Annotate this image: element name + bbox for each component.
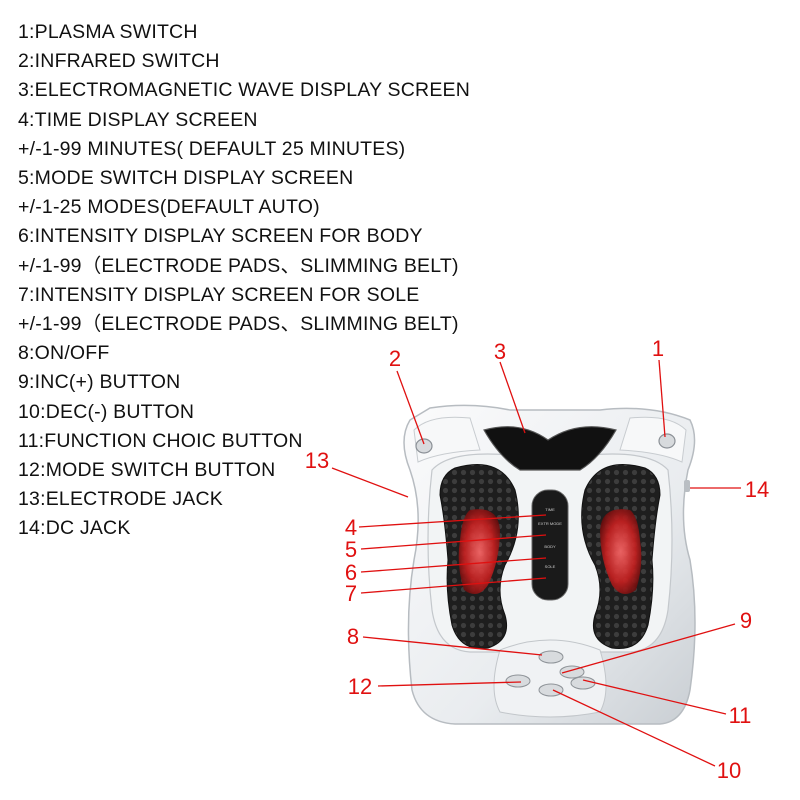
panel-label-sole: SOLE [545, 564, 556, 569]
callout-1: 1 [652, 336, 664, 361]
callout-11: 11 [729, 703, 752, 728]
leader-11 [582, 679, 727, 715]
leader-6 [360, 557, 547, 573]
leader-10 [552, 689, 716, 767]
callout-10: 10 [717, 758, 741, 783]
legend-item-4-detail: +/-1-99 MINUTES( DEFAULT 25 MINUTES) [18, 137, 406, 160]
callout-leaders [331, 359, 741, 767]
callout-6: 6 [345, 560, 357, 585]
legend-item-8: 8:ON/OFF [18, 342, 110, 365]
legend-item-14: 14:DC JACK [18, 517, 131, 540]
leader-2 [396, 370, 425, 445]
panel-label-time: TIME [545, 507, 555, 512]
leader-3 [499, 361, 526, 434]
leader-12 [377, 681, 522, 687]
callout-8: 8 [347, 624, 359, 649]
mode-switch-button[interactable] [505, 674, 531, 688]
dec-button[interactable] [538, 683, 564, 697]
panel-label-body: BODY [544, 544, 556, 549]
callout-5: 5 [345, 537, 357, 562]
legend-item-13: 13:ELECTRODE JACK [18, 488, 223, 511]
leader-13 [331, 467, 409, 498]
legend-list: 1:PLASMA SWITCH 2:INFRARED SWITCH 3:ELEC… [18, 18, 470, 544]
callout-9: 9 [740, 608, 752, 633]
callout-14: 14 [745, 477, 769, 502]
legend-item-1: 1:PLASMA SWITCH [18, 21, 198, 43]
leader-4 [358, 514, 547, 528]
legend-item-11: 11:FUNCTION CHOIC BUTTON [18, 429, 303, 452]
callout-4: 4 [345, 515, 357, 540]
leader-8 [362, 636, 543, 656]
right-shoulder [619, 416, 687, 463]
right-infrared-zone [600, 509, 642, 594]
function-button[interactable] [570, 676, 596, 690]
on-off-button[interactable] [538, 650, 564, 664]
electromagnetic-display-screen [483, 426, 617, 471]
left-infrared-zone [458, 509, 500, 594]
center-display-strip [531, 489, 569, 601]
callout-3: 3 [494, 339, 506, 364]
legend-item-6: 6:INTENSITY DISPLAY SCREEN FOR BODY [18, 225, 423, 248]
legend-item-7: 7:INTENSITY DISPLAY SCREEN FOR SOLE [18, 283, 420, 306]
plasma-switch[interactable] [658, 433, 676, 449]
legend-item-5: 5:MODE SWITCH DISPLAY SCREEN [18, 167, 354, 190]
leader-5 [360, 534, 547, 550]
legend-item-7-detail: +/-1-99（ELECTRODE PADS、SLIMMING BELT) [18, 313, 459, 336]
dc-jack [684, 480, 690, 492]
callout-2: 2 [389, 346, 401, 371]
legend-item-2: 2:INFRARED SWITCH [18, 50, 220, 73]
legend-item-4: 4:TIME DISPLAY SCREEN [18, 108, 258, 131]
callout-13: 13 [305, 448, 329, 473]
callout-7: 7 [345, 581, 357, 606]
leader-7 [360, 577, 547, 594]
callout-12: 12 [348, 674, 372, 699]
legend-item-12: 12:MODE SWITCH BUTTON [18, 459, 276, 482]
infrared-switch[interactable] [415, 438, 433, 454]
legend-item-6-detail: +/-1-99（ELECTRODE PADS、SLIMMING BELT) [18, 254, 459, 277]
panel-label-mode: EXTR MODE [538, 521, 562, 526]
legend-item-10: 10:DEC(-) BUTTON [18, 400, 195, 423]
legend-item-5-detail: +/-1-25 MODES(DEFAULT AUTO) [18, 196, 320, 219]
leader-9 [561, 623, 736, 674]
legend-item-9: 9:INC(+) BUTTON [18, 371, 181, 394]
legend-item-3: 3:ELECTROMAGNETIC WAVE DISPLAY SCREEN [18, 79, 471, 102]
leader-1 [658, 359, 666, 438]
